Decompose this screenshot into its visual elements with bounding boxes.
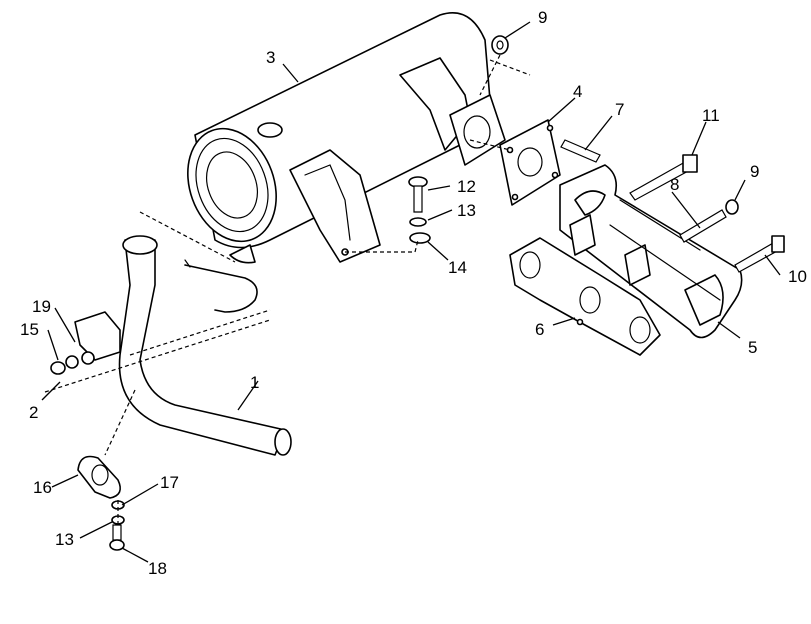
- callout-9-top: 9: [538, 8, 547, 27]
- callout-1: 1: [250, 373, 259, 392]
- callout-6: 6: [535, 320, 544, 339]
- outlet-flange: [449, 94, 506, 166]
- washer-15: [50, 351, 95, 375]
- callout-labels: 1 2 3 4 5 6 7 8 9 9 10 11 12 13 13 14 15…: [20, 8, 807, 578]
- callout-15: 15: [20, 320, 39, 339]
- callout-3: 3: [266, 48, 275, 67]
- clamp-19: [74, 311, 121, 361]
- bolt-8: [679, 209, 727, 243]
- bolt-10: [734, 235, 785, 273]
- exhaust-manifold: [559, 164, 743, 339]
- callout-13-upper: 13: [457, 201, 476, 220]
- callout-13-lower: 13: [55, 530, 74, 549]
- callout-10: 10: [788, 267, 807, 286]
- callout-7: 7: [615, 100, 624, 119]
- nut-9: [491, 35, 509, 55]
- callout-4: 4: [573, 82, 582, 101]
- callout-9-right: 9: [750, 162, 759, 181]
- callout-11: 11: [702, 106, 720, 125]
- muffler: [187, 12, 491, 264]
- callout-2: 2: [29, 403, 38, 422]
- washer-9b: [725, 199, 739, 215]
- hanger-clamp: [77, 455, 121, 499]
- callout-18: 18: [148, 559, 167, 578]
- flange-gasket: [499, 119, 561, 206]
- leader-lines: [41, 21, 781, 563]
- callout-19: 19: [32, 297, 51, 316]
- bolt-18: [109, 524, 125, 551]
- stud-7: [560, 139, 601, 163]
- tail-pipe: [118, 235, 292, 456]
- bolt-11: [629, 154, 698, 201]
- callout-5: 5: [748, 338, 757, 357]
- callout-16: 16: [33, 478, 52, 497]
- callout-12: 12: [457, 177, 476, 196]
- lock-washer-13: [409, 217, 427, 227]
- callout-8: 8: [670, 175, 679, 194]
- bolt-12: [408, 176, 428, 213]
- callout-17: 17: [160, 473, 179, 492]
- assembly-lines: [44, 54, 531, 525]
- flat-washer-14: [409, 232, 431, 244]
- manifold-gasket: [509, 237, 661, 356]
- u-bolt: [184, 259, 258, 313]
- callout-14: 14: [448, 258, 467, 277]
